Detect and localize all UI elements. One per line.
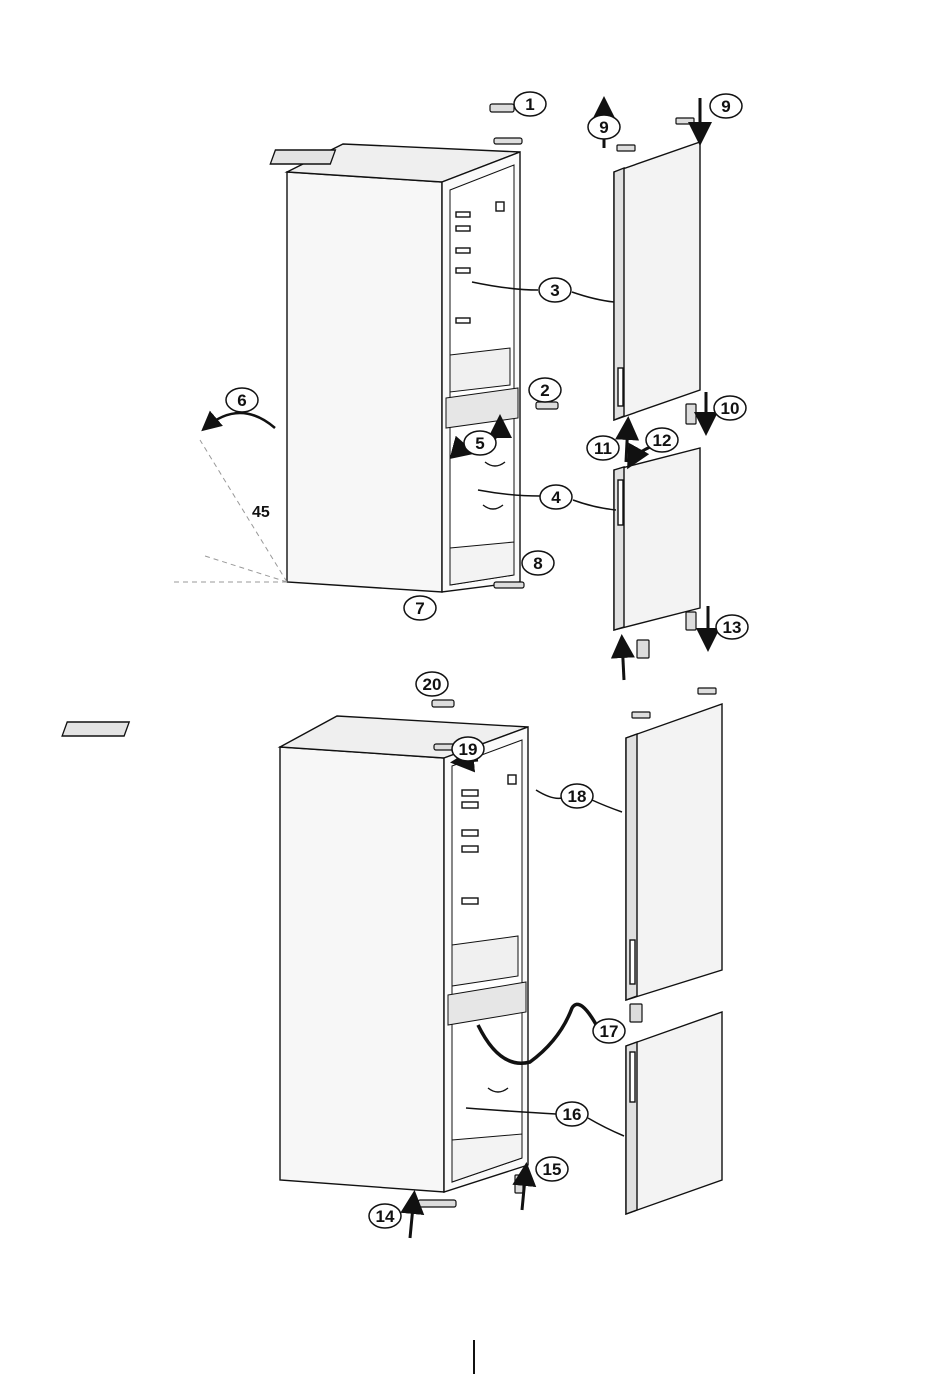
svg-text:6: 6: [237, 391, 246, 410]
svg-text:4: 4: [551, 488, 561, 507]
svg-text:7: 7: [415, 599, 424, 618]
svg-text:12: 12: [653, 431, 672, 450]
svg-text:9: 9: [599, 118, 608, 137]
callout-12: 12: [646, 428, 678, 452]
svg-text:19: 19: [459, 740, 478, 759]
svg-text:9: 9: [721, 97, 730, 116]
callout-14: 14: [369, 1204, 401, 1228]
svg-text:10: 10: [721, 399, 740, 418]
svg-text:2: 2: [540, 381, 549, 400]
svg-text:3: 3: [550, 281, 559, 300]
callout-9-right: 9: [710, 94, 742, 118]
callout-16: 16: [556, 1102, 588, 1126]
callout-3: 3: [539, 278, 571, 302]
svg-text:15: 15: [543, 1160, 562, 1179]
page-divider: [473, 1340, 475, 1374]
svg-text:8: 8: [533, 554, 542, 573]
fridge-cabinet-bottom: [62, 716, 528, 1192]
callout-20: 20: [416, 672, 448, 696]
svg-text:20: 20: [423, 675, 442, 694]
callout-1: 1: [514, 92, 546, 116]
callout-17: 17: [593, 1019, 625, 1043]
callout-9-left: 9: [588, 115, 620, 139]
callout-10: 10: [714, 396, 746, 420]
svg-text:14: 14: [376, 1207, 395, 1226]
callout-19: 19: [452, 737, 484, 761]
fridge-door-upper: [614, 142, 700, 420]
svg-text:18: 18: [568, 787, 587, 806]
callout-15: 15: [536, 1157, 568, 1181]
rotation-arrow-icon: [205, 413, 275, 428]
callout-2: 2: [529, 378, 561, 402]
svg-text:11: 11: [594, 439, 612, 458]
svg-text:5: 5: [475, 434, 484, 453]
callout-8: 8: [522, 551, 554, 575]
svg-text:17: 17: [600, 1022, 619, 1041]
callout-6: 6: [226, 388, 258, 412]
callout-18: 18: [561, 784, 593, 808]
fridge-door-lower: [626, 704, 722, 1000]
svg-text:1: 1: [525, 95, 534, 114]
svg-text:13: 13: [723, 618, 742, 637]
angle-label: 45: [252, 504, 270, 521]
callout-13: 13: [716, 615, 748, 639]
callout-4: 4: [540, 485, 572, 509]
freezer-door-upper: [614, 448, 700, 630]
freezer-door-lower: [626, 1012, 722, 1214]
callout-5: 5: [464, 431, 496, 455]
callout-7: 7: [404, 596, 436, 620]
svg-text:16: 16: [563, 1105, 582, 1124]
callout-11: 11: [587, 436, 619, 460]
fridge-cabinet-top: [270, 144, 520, 592]
